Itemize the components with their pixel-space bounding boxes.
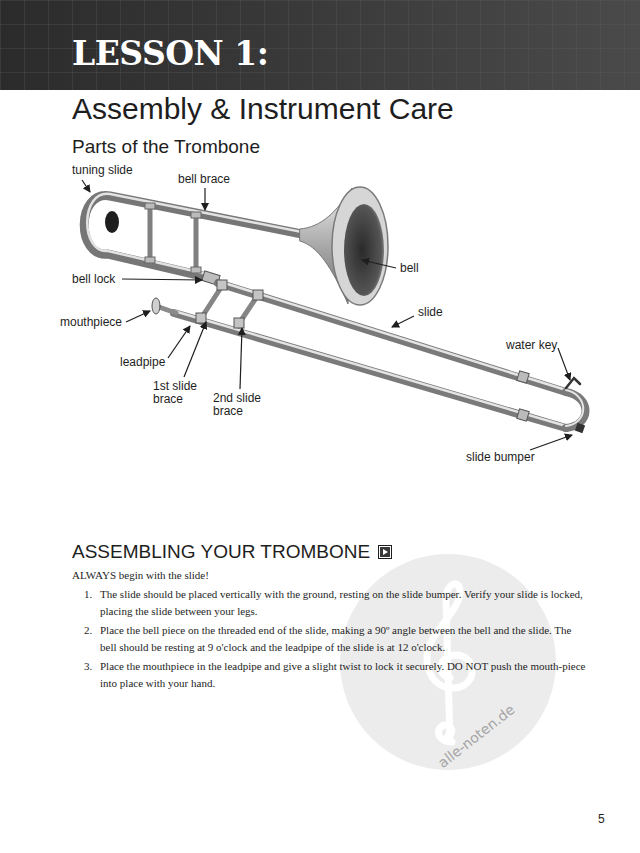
- page-heading: Assembly & Instrument Care: [72, 92, 454, 126]
- list-number: 3.: [84, 658, 92, 675]
- body-text: ALWAYS begin with the slide!: [72, 567, 209, 584]
- part-label: tuning slide: [72, 164, 133, 177]
- part-label: leadpipe: [120, 356, 165, 369]
- page-number: 5: [598, 812, 605, 826]
- part-label: mouthpiece: [60, 316, 122, 329]
- video-icon: [378, 545, 392, 559]
- list-number: 1.: [84, 586, 92, 603]
- part-label: slide: [418, 306, 443, 319]
- section-heading: Parts of the Trombone: [72, 136, 260, 158]
- part-label: slide bumper: [466, 451, 535, 464]
- list-item: Place the bell piece on the threaded end…: [100, 622, 588, 656]
- header-band: [0, 0, 640, 90]
- list-item: Place the mouthpiece in the leadpipe and…: [100, 658, 588, 692]
- trombone-illustration: [84, 187, 585, 433]
- part-label: bell lock: [72, 273, 115, 286]
- section-heading: ASSEMBLING YOUR TROMBONE: [72, 541, 370, 563]
- part-label: water key: [506, 339, 557, 352]
- leader-lines: [82, 180, 572, 450]
- list-number: 2.: [84, 622, 92, 639]
- list-item: The slide should be placed vertically wi…: [100, 586, 588, 620]
- part-label: 1st slide brace: [153, 380, 199, 406]
- part-label: bell brace: [178, 173, 230, 186]
- lesson-title: LESSON 1:: [72, 34, 268, 73]
- part-label: bell: [400, 262, 419, 275]
- part-label: 2nd slide brace: [213, 392, 263, 418]
